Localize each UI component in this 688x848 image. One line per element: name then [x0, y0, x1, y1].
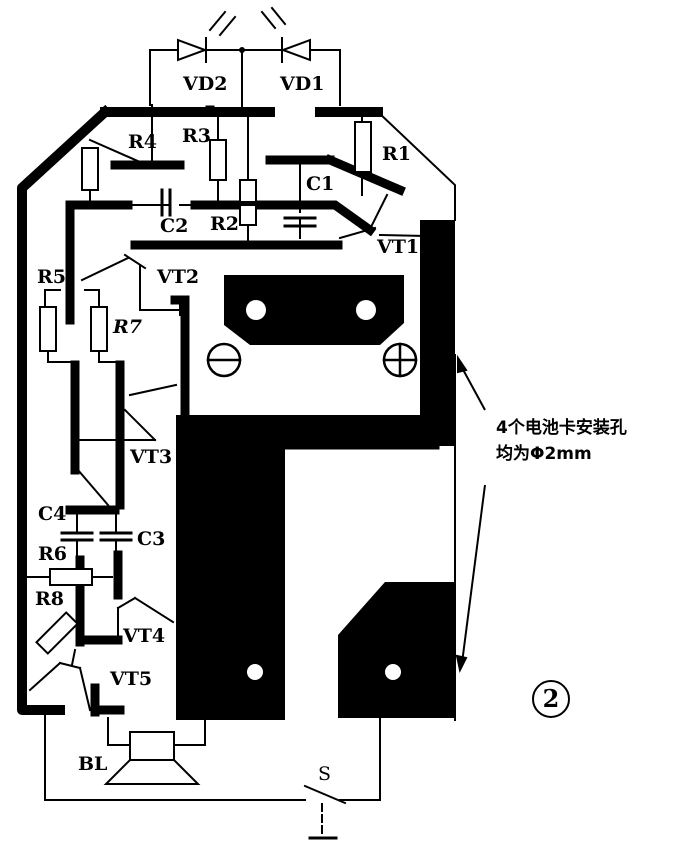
label-vt4: VT4 [123, 625, 166, 647]
label-vt5: VT5 [110, 668, 153, 690]
mounting-hole-note: 4个电池卡安装孔 均为Φ2mm [496, 415, 627, 467]
note-line-2: 均为Φ2mm [496, 444, 592, 464]
label-r4: R4 [128, 131, 158, 153]
label-s: S [318, 763, 332, 785]
vd2-diode-icon [177, 10, 237, 63]
r4-resistor-icon [81, 147, 99, 191]
minus-circle-icon [206, 342, 242, 378]
pcb-outer-track [17, 104, 383, 715]
label-r3: R3 [182, 125, 212, 147]
label-vt2: VT2 [157, 266, 200, 288]
annotation-arrows [455, 354, 486, 673]
label-bl: BL [78, 753, 108, 775]
label-c4: C4 [38, 503, 67, 525]
label-r7: R7 [113, 316, 143, 338]
vd1-diode-icon [260, 6, 311, 63]
label-r6: R6 [38, 543, 68, 565]
label-c3: C3 [137, 528, 166, 550]
label-vd1: VD1 [280, 73, 325, 95]
speaker-icon [103, 731, 201, 785]
label-vt3: VT3 [130, 446, 173, 468]
label-vd2: VD2 [183, 73, 228, 95]
r1-resistor-icon [354, 121, 372, 173]
r3-resistor-icon [209, 139, 227, 181]
plus-circle-icon [382, 342, 418, 378]
r2-resistor-icon [239, 179, 257, 203]
figure-number: 2 [532, 680, 570, 718]
label-r8: R8 [35, 588, 65, 610]
note-line-1: 4个电池卡安装孔 [496, 418, 627, 438]
label-c1: C1 [306, 173, 335, 195]
r7-resistor-icon [90, 306, 108, 352]
label-r1: R1 [382, 143, 412, 165]
label-r5: R5 [37, 266, 67, 288]
label-vt1: VT1 [377, 236, 420, 258]
battery-area [170, 255, 440, 450]
r6-resistor-icon [49, 568, 93, 586]
r8-resistor-icon [35, 611, 79, 655]
label-c2: C2 [160, 215, 189, 237]
r5-resistor-icon [39, 306, 57, 352]
label-r2: R2 [210, 213, 240, 235]
